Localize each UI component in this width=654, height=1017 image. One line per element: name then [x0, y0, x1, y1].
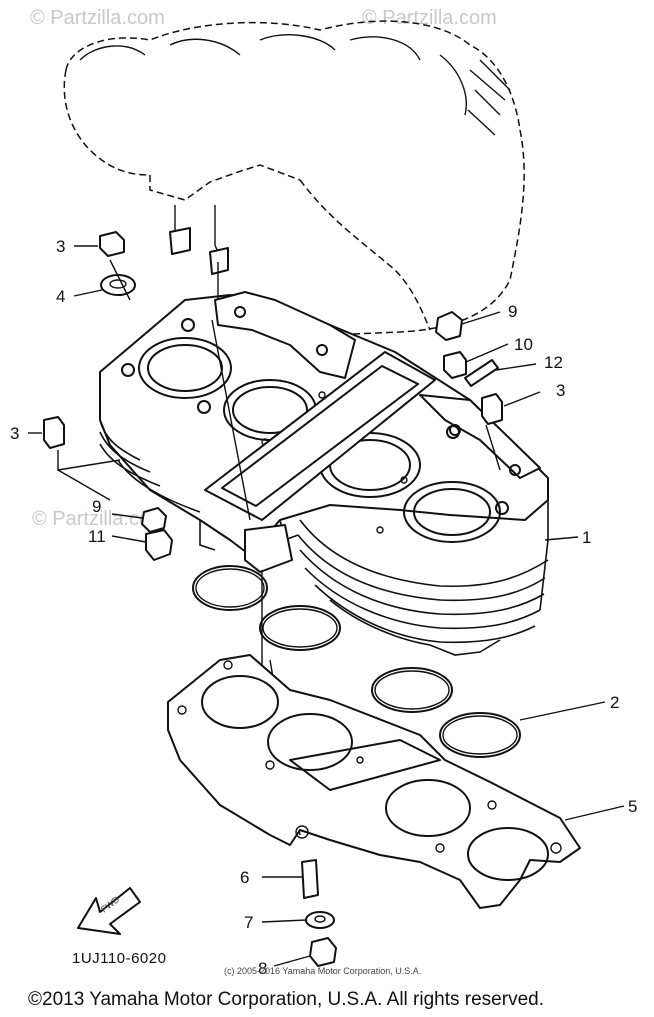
base-gasket: [167, 654, 581, 909]
watermark-top-right: © Partzilla.com: [362, 7, 497, 29]
callout-1: 1: [582, 528, 591, 547]
watermark-middle-left: © Partzilla.com: [32, 508, 167, 530]
callout-11: 11: [88, 527, 106, 546]
callout-4: 4: [56, 287, 65, 306]
callout-8: 8: [258, 959, 267, 978]
callout-leaders: [28, 245, 625, 967]
callout-3-left: 3: [10, 424, 19, 443]
callout-7: 7: [244, 913, 253, 932]
forward-arrow-icon: FWD: [77, 887, 141, 935]
callout-9-top: 9: [508, 302, 517, 321]
o-rings: [192, 565, 521, 758]
small-copyright: (c) 2005-2016 Yamaha Motor Corporation, …: [224, 966, 421, 976]
cylinder-block: [99, 291, 549, 656]
callout-2: 2: [610, 693, 619, 712]
bottom-hardware: [301, 859, 337, 967]
watermark-top-left: © Partzilla.com: [30, 7, 165, 29]
crankcase-phantom-outline: [63, 20, 525, 336]
callout-12: 12: [544, 353, 563, 372]
footer-copyright: ©2013 Yamaha Motor Corporation, U.S.A. A…: [28, 989, 544, 1010]
callout-3-right: 3: [556, 381, 565, 400]
callout-9-left: 9: [92, 497, 101, 516]
diagram-code: 1UJ110-6020: [72, 950, 166, 967]
callout-3-top: 3: [56, 237, 65, 256]
callout-5: 5: [628, 797, 637, 816]
hardware-parts: [43, 231, 503, 836]
callout-6: 6: [240, 868, 249, 887]
callout-10: 10: [514, 335, 533, 354]
